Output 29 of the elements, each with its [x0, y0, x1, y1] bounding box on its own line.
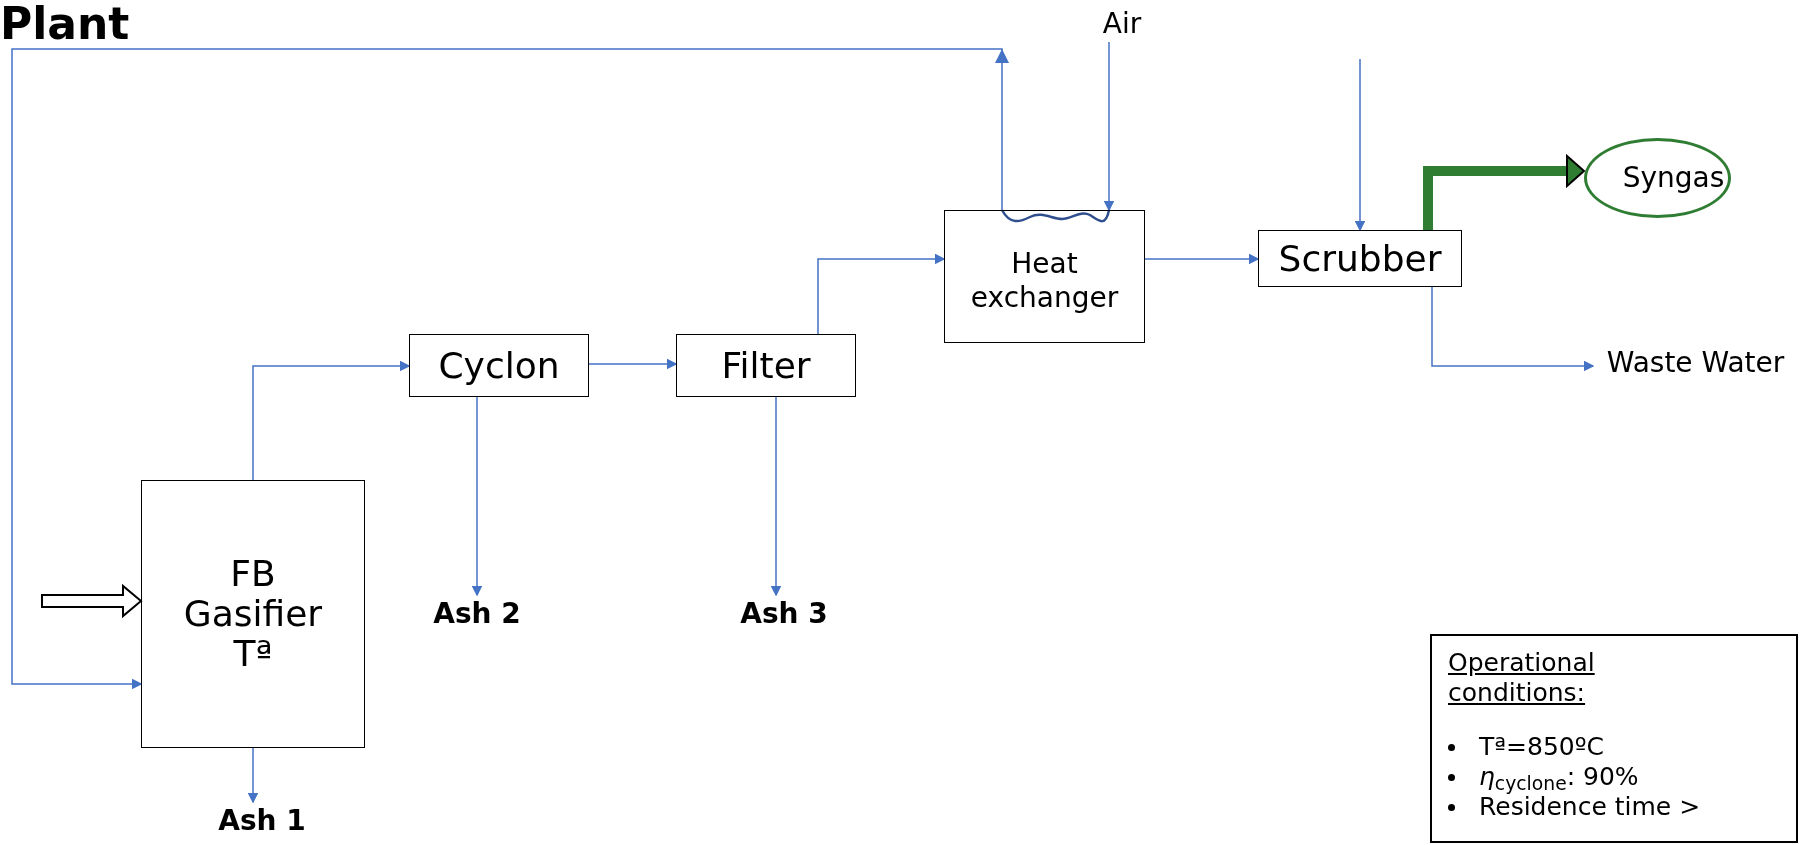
gasifier-box: FB Gasifier Tª	[141, 480, 365, 748]
flow-arrow	[768, 396, 784, 597]
ash-label: Ash 2	[420, 595, 534, 633]
stream-label: Air	[1092, 6, 1152, 42]
thick-arrow	[1423, 155, 1585, 230]
flow-arrow	[588, 356, 678, 372]
flow-arrow	[1431, 286, 1595, 374]
heat-exchanger-box: Heat exchanger	[944, 210, 1145, 343]
flow-arrow	[469, 396, 485, 597]
flow-arrow	[245, 747, 261, 804]
flow-arrow	[252, 358, 411, 481]
process-box: Scrubber	[1258, 230, 1462, 287]
block-arrow	[41, 583, 143, 619]
flow-arrow	[11, 48, 1009, 692]
bullet-item: Tª=850ºC	[1448, 732, 1780, 762]
stream-label: Waste Water	[1593, 345, 1798, 381]
flow-arrow	[817, 251, 946, 335]
conditions-box	[1430, 634, 1798, 843]
notes-heading: Operational conditions:	[1448, 648, 1596, 708]
ash-label: Ash 3	[727, 595, 841, 633]
flow-arrow	[1101, 41, 1117, 212]
diagram-title: Plant	[0, 0, 130, 48]
ash-label: Ash 1	[205, 802, 319, 840]
flow-arrow	[1352, 58, 1368, 232]
process-box: Cyclon	[409, 334, 589, 397]
product-ellipse: Syngas	[1584, 138, 1731, 218]
flow-arrow	[1144, 251, 1260, 267]
bullet-item: η$_{cyclone}$: 90%	[1448, 762, 1780, 792]
process-box: Filter	[676, 334, 856, 397]
